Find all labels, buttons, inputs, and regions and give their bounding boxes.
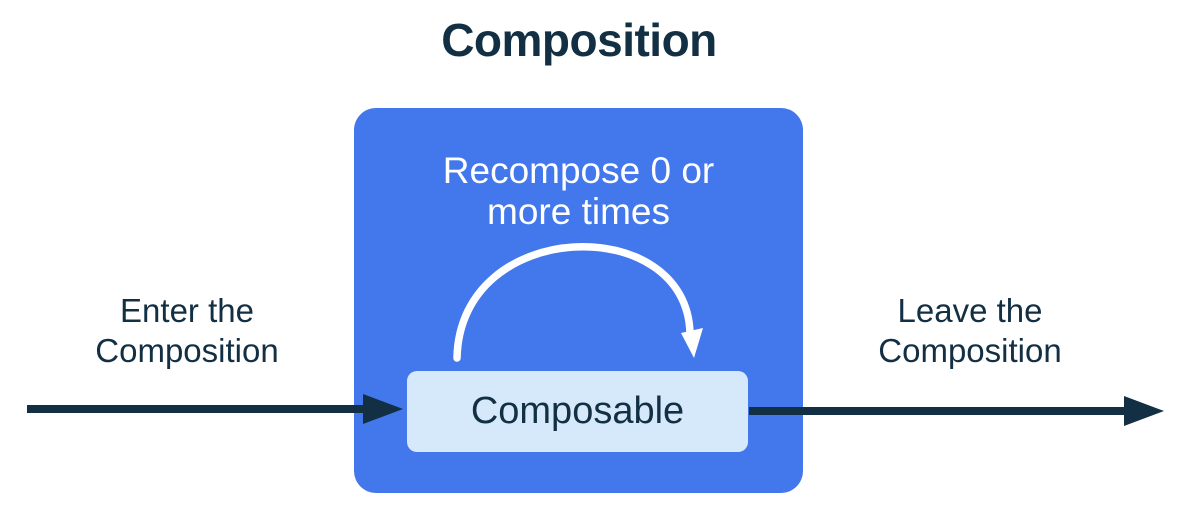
enter-label-line-1: Enter the (120, 292, 254, 329)
recompose-label: Recompose 0 or more times (354, 150, 803, 232)
leave-label-line-2: Composition (878, 332, 1062, 369)
enter-arrow-icon (27, 394, 403, 424)
leave-composition-label: Leave the Composition (820, 291, 1120, 371)
composable-label: Composable (470, 390, 685, 432)
diagram-title: Composition (441, 14, 717, 66)
enter-composition-label: Enter the Composition (37, 291, 337, 371)
recompose-label-line-2: more times (487, 191, 670, 232)
enter-label-line-2: Composition (95, 332, 279, 369)
leave-arrow-icon (749, 396, 1164, 426)
recompose-label-line-1: Recompose 0 or (442, 150, 715, 191)
leave-label-line-1: Leave the (897, 292, 1043, 329)
composable-node: Composable (407, 371, 748, 452)
